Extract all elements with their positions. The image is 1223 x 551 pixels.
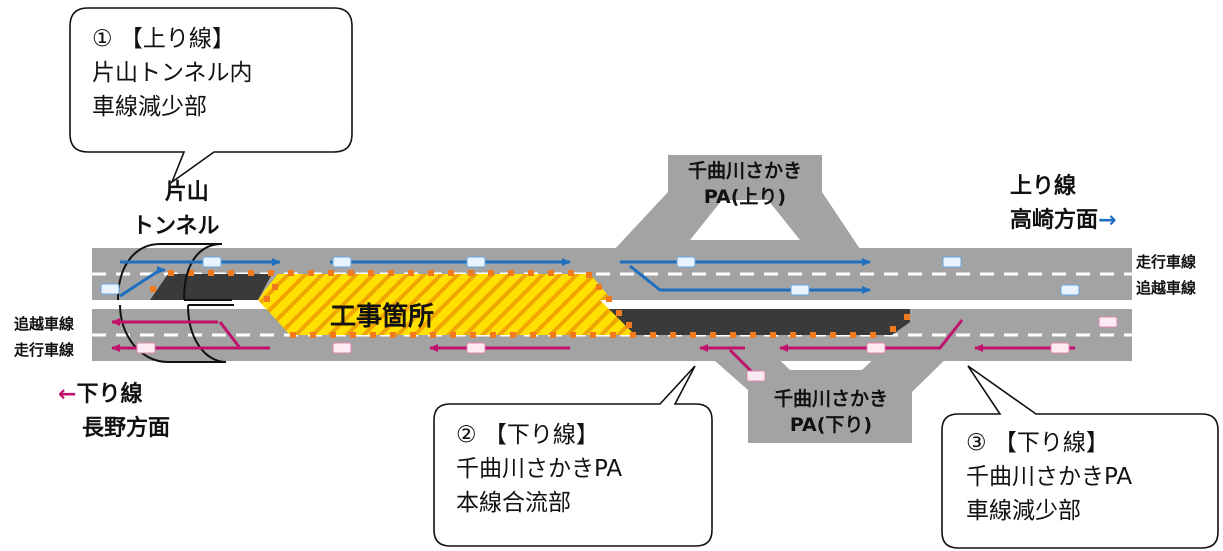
- lane-label-down-travel: 走行車線: [14, 341, 75, 359]
- up-direction-line1: 上り線: [1010, 174, 1077, 199]
- up-direction-line2-wrap: 高崎方面→: [1010, 204, 1116, 238]
- callout-2-text: ② 【下り線】 千曲川さかきPA 本線合流部: [456, 418, 622, 520]
- up-direction-line2: 高崎方面: [1010, 208, 1099, 233]
- lane-label-up-passing: 追越車線: [1136, 279, 1197, 297]
- callout-1-line2: 片山トンネル内: [92, 60, 253, 86]
- down-direction-line1-wrap: ←下り線: [58, 378, 170, 412]
- pa-up-label-line2: PA(上り): [703, 186, 787, 208]
- up-direction-label: 上り線 高崎方面→: [1010, 170, 1116, 238]
- tunnel-label: 片山 トンネル: [132, 176, 220, 244]
- up-direction-arrow: →: [1098, 208, 1117, 233]
- pa-down-label-line2: PA(下り): [789, 414, 873, 436]
- lane-label-down-passing: 追越車線: [14, 315, 75, 333]
- tunnel-outline: [117, 243, 234, 363]
- down-direction-line2: 長野方面: [82, 416, 171, 441]
- down-direction-line1: 下り線: [76, 382, 143, 407]
- callout-2-bubble: [433, 365, 713, 547]
- callout-2-line3: 本線合流部: [456, 490, 571, 516]
- tunnel-label-line2: トンネル: [132, 214, 220, 239]
- work-zone-area: [258, 274, 635, 335]
- callout-2-line1: ② 【下り線】: [456, 422, 599, 448]
- callout-3-line2: 千曲川さかきPA: [966, 464, 1133, 490]
- tunnel-label-line1: 片山: [164, 180, 209, 205]
- callout-1-bubble: [69, 7, 353, 185]
- lane-label-up-travel: 走行車線: [1136, 253, 1197, 271]
- work-zone-label: 工事箇所: [330, 302, 435, 332]
- pa-down-label-line1: 千曲川さかき: [773, 388, 888, 410]
- traffic-cones: [150, 270, 910, 338]
- pa-down-ramp: [697, 345, 960, 443]
- pa-up-label-line1: 千曲川さかき: [687, 160, 802, 182]
- callout-3-bubble: [941, 365, 1219, 549]
- pa-up-label: 千曲川さかき PA(上り): [668, 158, 822, 210]
- callout-1-text: ① 【上り線】 片山トンネル内 車線減少部: [92, 22, 253, 124]
- down-direction-arrow: ←: [58, 382, 77, 407]
- callout-3-line3: 車線減少部: [966, 498, 1081, 524]
- callout-1-line3: 車線減少部: [92, 94, 207, 120]
- closed-lane-tunnel: [150, 274, 272, 300]
- pa-up-island: [690, 200, 800, 240]
- pa-down-label: 千曲川さかき PA(下り): [750, 386, 912, 438]
- callout-3-line1: ③ 【下り線】: [966, 430, 1109, 456]
- down-direction-label: ←下り線 長野方面: [58, 378, 170, 446]
- closed-lane-pa: [604, 309, 910, 335]
- callout-2-line2: 千曲川さかきPA: [456, 456, 623, 482]
- callout-3-text: ③ 【下り線】 千曲川さかきPA 車線減少部: [966, 426, 1132, 528]
- callout-1-line1: ① 【上り線】: [92, 26, 235, 52]
